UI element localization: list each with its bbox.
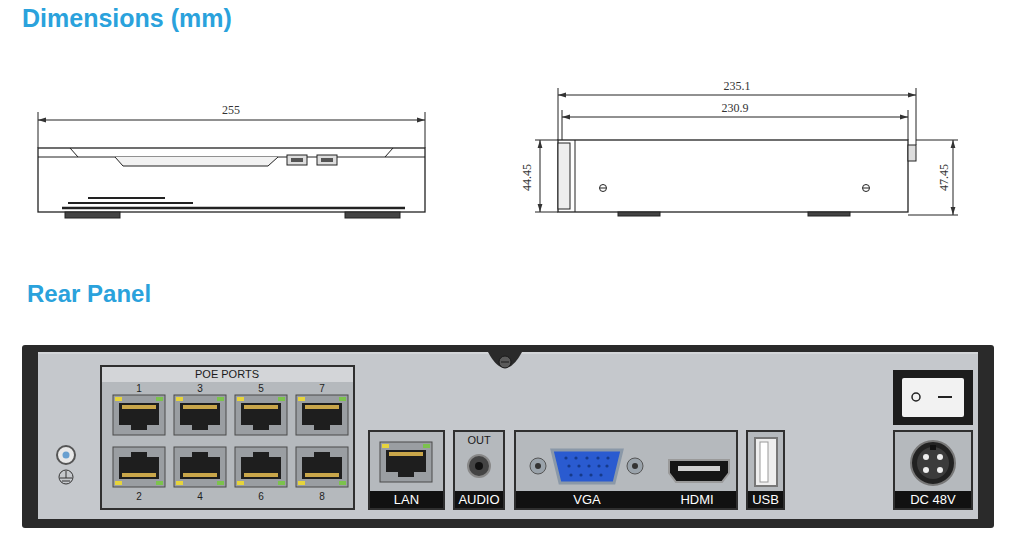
port-label: LAN [370, 491, 443, 508]
port-number: 1 [136, 383, 142, 394]
dimension-value: 44.45 [521, 164, 534, 191]
section-heading: Dimensions (mm) [22, 4, 232, 32]
dimension-value: 255 [222, 104, 240, 117]
section-heading: Rear Panel [27, 280, 151, 308]
side-view-drawing [535, 88, 958, 216]
lan-port-panel: LAN [368, 430, 445, 510]
port-number: 3 [197, 383, 203, 394]
rear-panel-illustration [22, 345, 994, 528]
dimension-value: 47.45 [938, 164, 951, 191]
panel-title: POE PORTS [195, 368, 259, 381]
dimension-value: 235.1 [724, 80, 751, 93]
usb-port-panel: USB [746, 430, 785, 510]
port-number: 4 [197, 491, 203, 502]
port-number: 5 [258, 383, 264, 394]
audio-out-panel: OUT AUDIO [453, 430, 505, 510]
power-input-panel: DC 48V [893, 430, 973, 510]
front-view-drawing [38, 112, 425, 218]
port-label: DC 48V [895, 491, 971, 508]
port-number: 8 [319, 491, 325, 502]
port-label: HDMI [658, 491, 736, 508]
port-number: 7 [319, 383, 325, 394]
dimension-value: 230.9 [722, 102, 749, 115]
port-label: AUDIO [455, 491, 503, 508]
poe-port-panel: POE PORTS 1 3 5 7 2 4 6 8 [100, 365, 355, 510]
port-caption: OUT [467, 434, 490, 447]
port-label: VGA [516, 491, 658, 508]
port-number: 6 [258, 491, 264, 502]
port-label: USB [748, 491, 783, 508]
port-number: 2 [136, 491, 142, 502]
video-output-panel: VGAHDMI [514, 430, 738, 510]
